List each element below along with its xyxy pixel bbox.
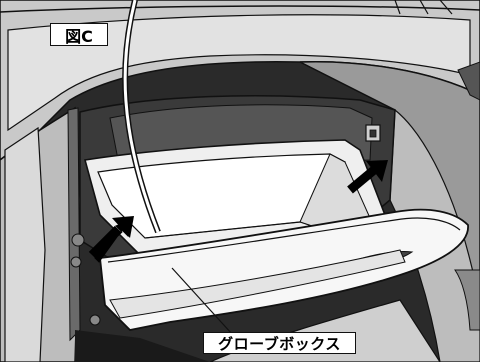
push-arrow-right	[347, 160, 388, 194]
glovebox-callout-label: グローブボックス	[203, 332, 356, 354]
callout-line-upper-inner	[123, 0, 160, 233]
dashboard-seam-line	[0, 5, 480, 13]
footwell-floor	[75, 330, 210, 362]
dashboard-seam-line-2	[394, 0, 453, 15]
hinge-bolt-3	[89, 314, 101, 326]
right-lower-trim	[454, 269, 480, 331]
left-vertical-trim	[67, 107, 81, 342]
glovebox-lid-edge	[107, 217, 461, 263]
lid-lower-lip	[109, 249, 406, 319]
push-arrow-left	[88, 216, 134, 263]
hinge-bolt	[71, 233, 85, 247]
hinge-bolt-2	[70, 256, 82, 268]
latch-striker-hole	[369, 129, 377, 138]
right-edge-trim	[457, 61, 480, 101]
leader-line	[171, 267, 233, 335]
figure-tag: 図C	[50, 23, 108, 46]
dashboard-left-inner	[4, 126, 46, 362]
